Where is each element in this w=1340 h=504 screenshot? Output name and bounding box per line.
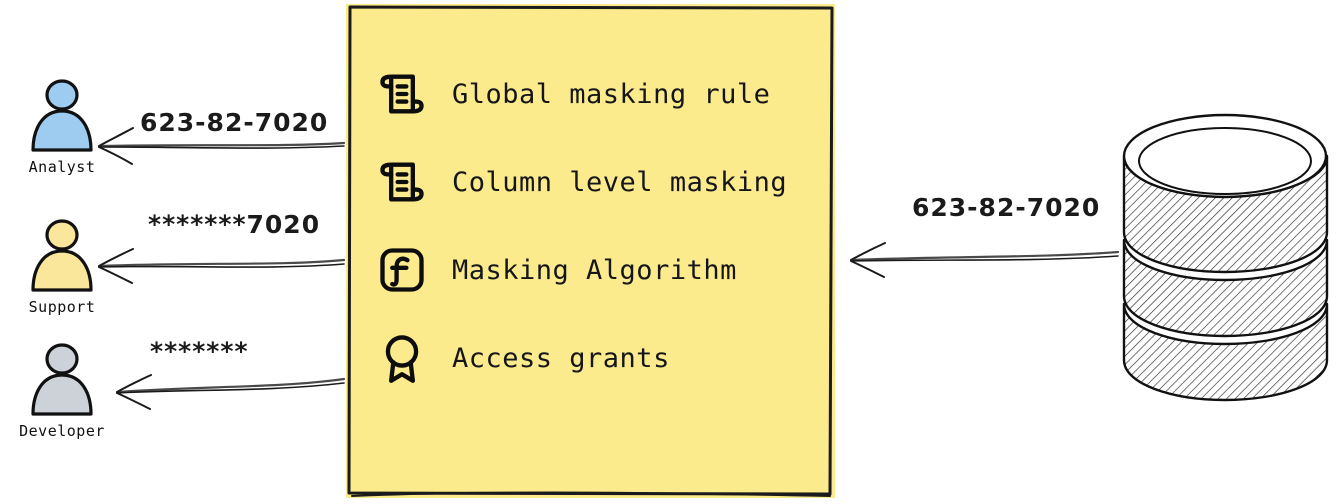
flow-label-source: 623-82-7020 <box>912 193 1101 222</box>
policy-row[interactable]: Access grants <box>376 314 816 402</box>
policy-label: Access grants <box>452 342 670 374</box>
policy-label: Column level masking <box>452 166 788 198</box>
flow-label-support: *******7020 <box>148 210 321 239</box>
actor-support[interactable]: Support <box>2 218 122 315</box>
arrow-left-icon-source <box>850 242 1120 278</box>
actor-analyst[interactable]: Analyst <box>2 78 122 175</box>
policy-label: Masking Algorithm <box>452 254 737 286</box>
arrow-left-icon-support <box>98 248 346 284</box>
scroll-icon <box>380 74 424 114</box>
scroll-icon <box>380 162 424 202</box>
actor-developer[interactable]: Developer <box>2 342 122 439</box>
database-shape <box>1122 113 1329 402</box>
database-icon[interactable] <box>1118 108 1333 408</box>
person-icon <box>31 219 93 292</box>
policy-panel: Global masking rule Column level masking <box>346 4 835 498</box>
function-icon <box>380 248 424 292</box>
flow-label-analyst: 623-82-7020 <box>140 108 329 137</box>
policy-label: Global masking rule <box>452 78 771 110</box>
arrow-left-icon-analyst <box>98 127 346 165</box>
person-icon <box>31 343 93 416</box>
actor-label: Analyst <box>28 158 96 176</box>
person-icon <box>31 79 93 152</box>
award-icon <box>385 335 419 383</box>
policy-row[interactable]: Masking Algorithm <box>376 226 816 314</box>
policy-row[interactable]: Column level masking <box>376 138 816 226</box>
policy-list: Global masking rule Column level masking <box>376 50 816 402</box>
policy-row[interactable]: Global masking rule <box>376 50 816 138</box>
arrow-left-icon-developer <box>116 374 346 410</box>
flow-label-developer: ******* <box>150 337 249 366</box>
actor-label: Developer <box>19 422 105 440</box>
actor-label: Support <box>28 298 96 316</box>
